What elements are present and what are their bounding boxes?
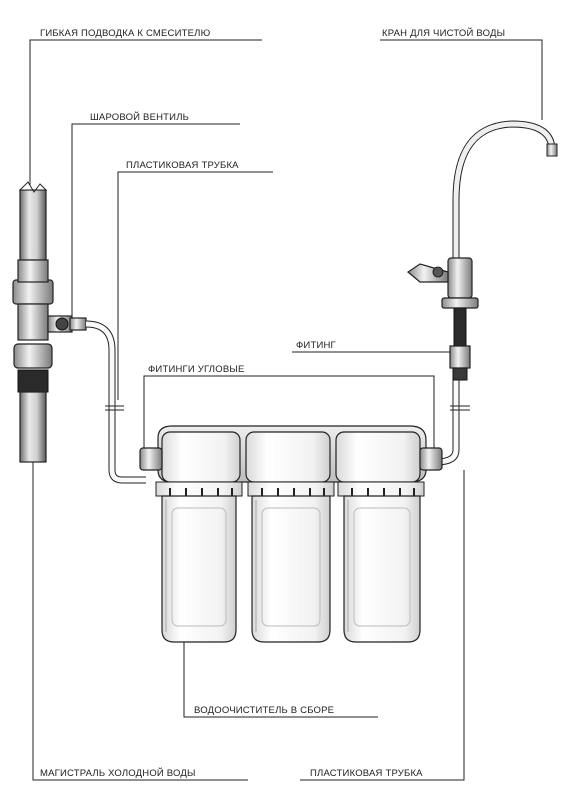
leader-flex-hose xyxy=(29,39,262,190)
labels: ГИБКАЯ ПОДВОДКА К СМЕСИТЕЛЮ ШАРОВОЙ ВЕНТ… xyxy=(40,27,505,779)
label-plastic-tube-top: ПЛАСТИКОВАЯ ТРУБКА xyxy=(126,160,239,171)
label-fitting: ФИТИНГ xyxy=(296,340,336,351)
leader-purifier xyxy=(183,640,378,718)
leader-angle-fittings xyxy=(143,375,435,448)
leader-lines xyxy=(29,39,543,781)
clean-water-faucet xyxy=(406,120,558,381)
label-plastic-tube-bottom: ПЛАСТИКОВАЯ ТРУБКА xyxy=(310,768,423,779)
water-purifier-assembly xyxy=(139,425,443,643)
label-flex-hose: ГИБКАЯ ПОДВОДКА К СМЕСИТЕЛЮ xyxy=(40,28,211,39)
label-purifier: ВОДООЧИСТИТЕЛЬ В СБОРЕ xyxy=(194,705,334,716)
label-clean-faucet: КРАН ДЛЯ ЧИСТОЙ ВОДЫ xyxy=(382,27,505,39)
ball-valve xyxy=(47,315,87,333)
label-cold-main: МАГИСТРАЛЬ ХОЛОДНОЙ ВОДЫ xyxy=(40,767,196,779)
leader-clean-faucet xyxy=(380,39,543,120)
leader-plastic-tube-bottom xyxy=(300,470,465,781)
leader-ball-valve xyxy=(71,123,240,318)
leader-cold-main xyxy=(32,460,248,781)
leader-plastic-tube-top xyxy=(117,171,273,400)
left-plastic-tube xyxy=(85,320,146,484)
label-angle-fittings: ФИТИНГИ УГЛОВЫЕ xyxy=(148,364,245,375)
cold-water-main-pipe xyxy=(12,181,54,463)
label-ball-valve: ШАРОВОЙ ВЕНТИЛЬ xyxy=(90,111,189,123)
